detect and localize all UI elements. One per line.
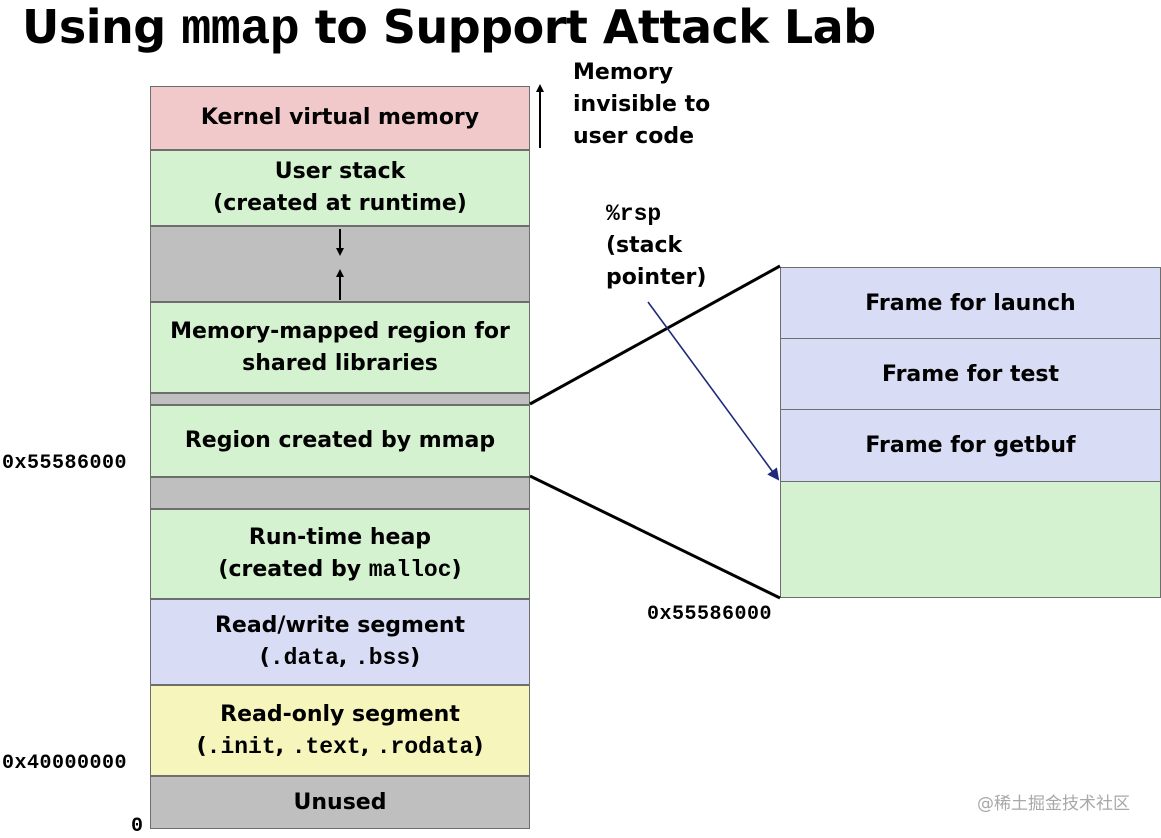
- segment-ro-label: Read-only segment: [220, 701, 460, 727]
- segment-user-stack-label: User stack: [274, 159, 406, 184]
- rsp-note-line1: (stack: [606, 233, 683, 258]
- segment-rw-sublabel: (.data, .bss): [259, 645, 421, 671]
- address-mmap-base: 0x55586000: [2, 452, 128, 475]
- rsp-register-label: %rsp: [606, 201, 662, 227]
- segment-gap-small: [150, 393, 530, 405]
- frame-launch: Frame for launch: [780, 267, 1161, 339]
- zoom-line-bottom: [529, 474, 781, 600]
- title-text-pre: Using: [22, 0, 182, 54]
- segment-shared-libraries: Memory-mapped region for shared librarie…: [150, 302, 530, 393]
- segment-unused: Unused: [150, 776, 530, 829]
- frame-launch-label: Frame for launch: [865, 290, 1076, 316]
- frame-test-label: Frame for test: [881, 361, 1060, 387]
- segment-gap-heap: [150, 477, 530, 509]
- segment-shared-libraries-label: Memory-mapped region for: [170, 318, 510, 344]
- segment-ro-sublabel: (.init, .text, .rodata): [196, 733, 484, 760]
- segment-ro: Read-only segment (.init, .text, .rodata…: [150, 685, 530, 776]
- kernel-note-line1: Memory: [573, 60, 674, 85]
- segment-kernel: Kernel virtual memory: [150, 86, 530, 150]
- segment-user-stack-sublabel: (created at runtime): [213, 191, 467, 216]
- kernel-note-line3: user code: [573, 124, 695, 149]
- segment-heap-sublabel: (created by malloc): [218, 557, 462, 583]
- segment-unused-label: Unused: [293, 789, 387, 815]
- frame-empty: [780, 481, 1161, 598]
- rsp-note-line2: pointer): [606, 265, 707, 290]
- segment-mmap-region-label: Region created by mmap: [184, 428, 496, 453]
- frame-getbuf-label: Frame for getbuf: [865, 433, 1076, 458]
- segment-heap: Run-time heap (created by malloc): [150, 509, 530, 599]
- address-stack-bottom: 0x55586000: [647, 603, 773, 626]
- frame-test: Frame for test: [780, 338, 1161, 410]
- title-code-mmap: mmap: [181, 2, 300, 59]
- segment-heap-label: Run-time heap: [248, 525, 432, 550]
- address-text-base: 0x40000000: [2, 752, 128, 775]
- segment-rw-label: Read/write segment: [214, 613, 466, 638]
- rsp-pointer-arrow: [647, 301, 780, 481]
- slide-title: Using mmap to Support Attack Lab: [22, 0, 876, 59]
- segment-mmap-region: Region created by mmap: [150, 405, 530, 477]
- zoom-line-top: [529, 264, 781, 406]
- kernel-note: Memory invisible to user code: [573, 57, 710, 153]
- rsp-note: %rsp (stack pointer): [606, 198, 706, 294]
- address-zero: 0: [131, 815, 144, 838]
- frame-getbuf: Frame for getbuf: [780, 409, 1161, 482]
- watermark: @稀土掘金技术社区: [977, 794, 1130, 814]
- segment-shared-libraries-sublabel: shared libraries: [242, 350, 438, 376]
- segment-rw: Read/write segment (.data, .bss): [150, 599, 530, 685]
- title-text-post: to Support Attack Lab: [299, 0, 876, 54]
- segment-user-stack: User stack (created at runtime): [150, 150, 530, 226]
- segment-kernel-label: Kernel virtual memory: [200, 105, 480, 130]
- kernel-note-line2: invisible to: [573, 92, 711, 117]
